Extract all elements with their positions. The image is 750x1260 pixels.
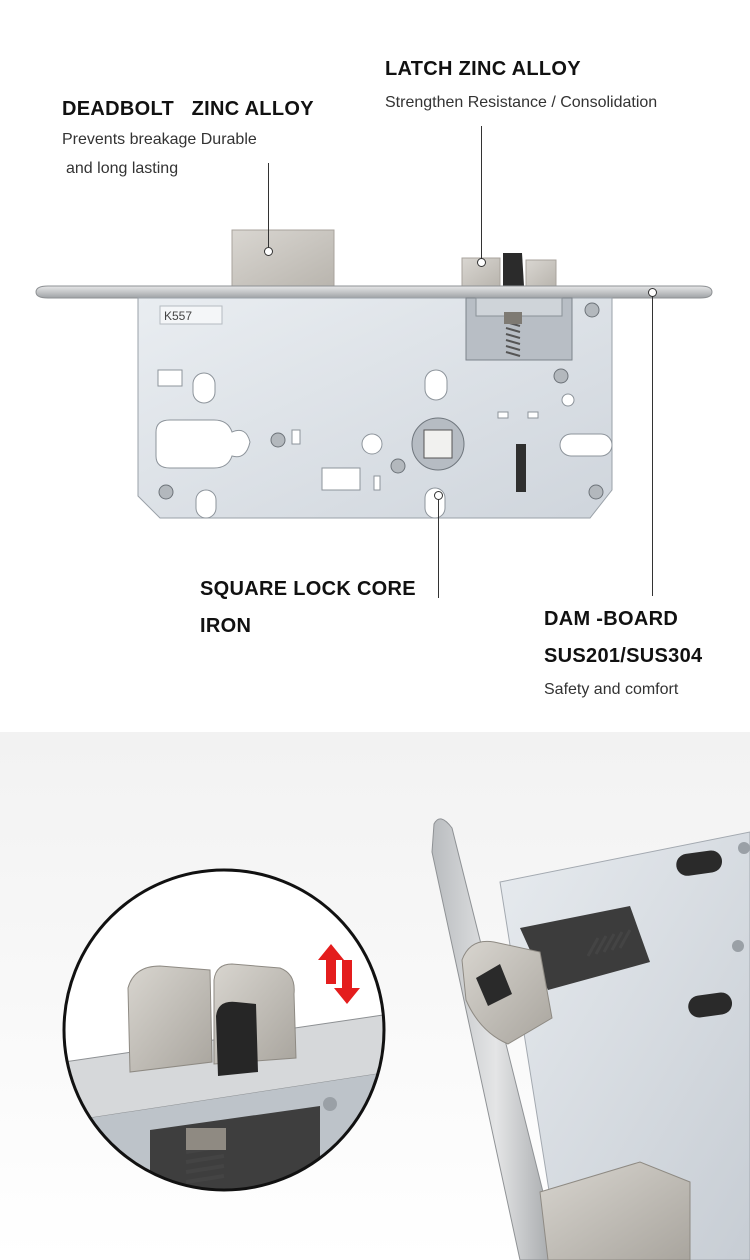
latch-leader-dot [477,258,486,267]
deadbolt-desc-line2: and long lasting [66,160,179,177]
lock-core-title-line2: IRON [200,615,252,637]
lock-core-title-line1: SQUARE LOCK CORE [200,578,416,600]
latch-title: LATCH ZINC ALLOY [385,58,581,80]
cylinder-cutout [155,419,251,469]
deadbolt-desc-line1: Prevents breakage Durable [62,131,257,148]
deadbolt-leader-dot [264,247,273,256]
latch-desc: Strengthen Resistance / Consolidation [385,94,658,111]
magnifier-ring [62,868,386,1192]
dam-board-leader-dot [648,288,657,297]
faceplate-perspective [431,818,561,1260]
deadbolt-title: DEADBOLT ZINC ALLOY [62,98,314,120]
magnified-latch-detail [64,870,384,1190]
closeup-photo-panel [0,732,750,1260]
square-lock-core [411,417,465,471]
up-down-arrows [318,944,360,1004]
lock-core-leader-line [438,496,439,598]
lock-core-leader-dot [434,491,443,500]
mortise-lock-illustration: K557 [35,229,713,519]
latch-bolt-right [525,259,557,287]
dam-board-title-line2: SUS201/SUS304 [544,645,703,667]
deadbolt-leader-line [268,163,269,251]
dam-board-desc: Safety and comfort [544,681,679,698]
model-stamp: K557 [164,309,192,323]
lock-closeup-illustration [62,818,750,1260]
dam-board-title-line1: DAM -BOARD [544,608,679,630]
dam-board-leader-line [652,296,653,596]
faceplate [35,285,713,299]
screws [158,302,604,500]
deadbolt-block [231,229,335,287]
product-diagram-panel: K557 DEADBOLT ZINC ALLOY Prevents [35,58,713,698]
latch-leader-line [481,126,482,262]
deadbolt-perspective [539,1161,691,1260]
latch-black-insert [503,253,524,286]
